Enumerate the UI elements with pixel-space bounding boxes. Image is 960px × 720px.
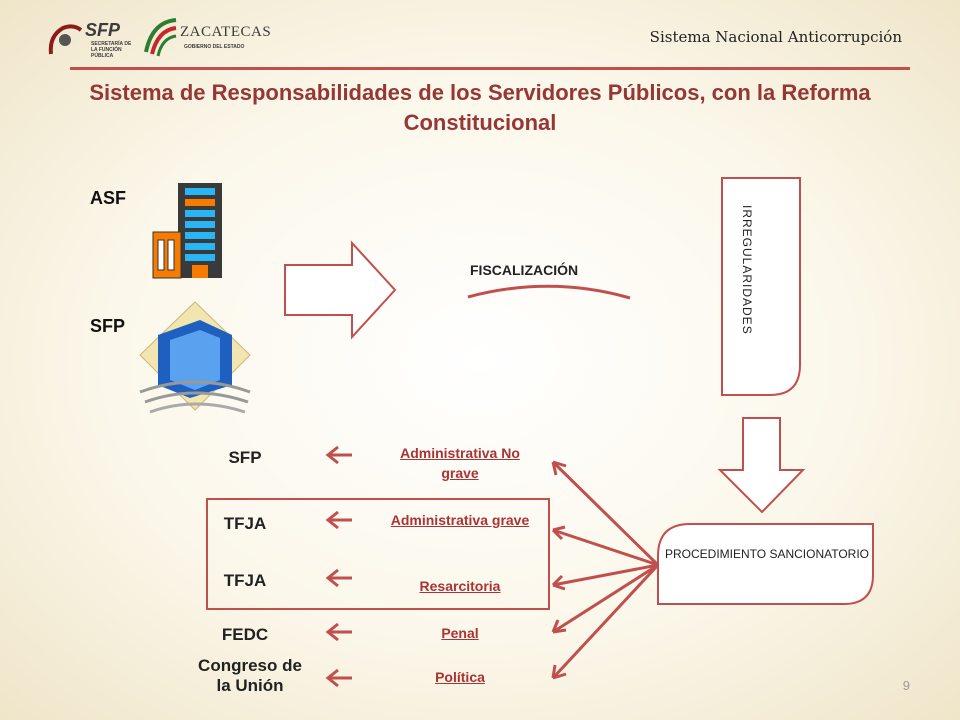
big-down-arrow (717, 417, 806, 514)
fiscalizacion-underline (467, 284, 631, 300)
type-administrativa-grave: Administrativa grave (390, 512, 530, 528)
zacatecas-emblem-icon (144, 18, 177, 57)
zacatecas-logo-subtext: GOBIERNO DEL ESTADO (184, 44, 245, 50)
authority-tfja-2: TFJA (223, 571, 267, 590)
tfja-group-box (206, 498, 550, 610)
procedimiento-label: PROCEDIMIENTO SANCIONATORIO (664, 547, 870, 561)
header-logos: SFP SECRETARÍA DE LA FUNCIÓN PÚBLICA ZAC… (45, 14, 271, 60)
authority-tfja-1: TFJA (223, 514, 267, 533)
header-divider (70, 67, 910, 70)
fan-arrows (551, 460, 660, 680)
type-penal: Penal (441, 625, 479, 641)
small-left-arrows (325, 445, 352, 688)
authority-congreso: Congreso de la Unión (198, 656, 302, 695)
irregularidades-box (721, 177, 801, 396)
zacatecas-logo-text: ZACATECAS (180, 24, 272, 40)
fiscalizacion-label: FISCALIZACIÓN (470, 262, 579, 278)
type-politica: Política (435, 669, 485, 685)
authority-sfp: SFP (228, 448, 262, 467)
irregularidades-label: IRREGULARIDADES (740, 205, 754, 335)
label-sfp-top: SFP (90, 316, 126, 336)
sfp-logo: SFP SECRETARÍA DE LA FUNCIÓN PÚBLICA (45, 14, 140, 60)
big-right-arrow (284, 240, 397, 340)
label-asf: ASF (90, 188, 126, 208)
sfp-logo-text: SFP (85, 20, 121, 40)
authority-fedc: FEDC (221, 625, 269, 644)
sfp-logo-subtext: SECRETARÍA DE LA FUNCIÓN PÚBLICA (91, 41, 132, 59)
type-resarcitoria: Resarcitoria (419, 578, 501, 594)
type-administrativa-no-grave: Administrativa No grave (400, 445, 520, 481)
asf-building-icon (152, 183, 222, 279)
zacatecas-logo: ZACATECAS GOBIERNO DEL ESTADO (142, 14, 271, 60)
page-number: 9 (902, 678, 910, 693)
procedimiento-box (657, 523, 874, 605)
mexican-eagle-icon (48, 24, 83, 55)
page-title: Sistema de Responsabilidades de los Serv… (89, 80, 871, 135)
sfp-building-icon (139, 301, 251, 414)
section-label: Sistema Nacional Anticorrupción (649, 28, 902, 46)
